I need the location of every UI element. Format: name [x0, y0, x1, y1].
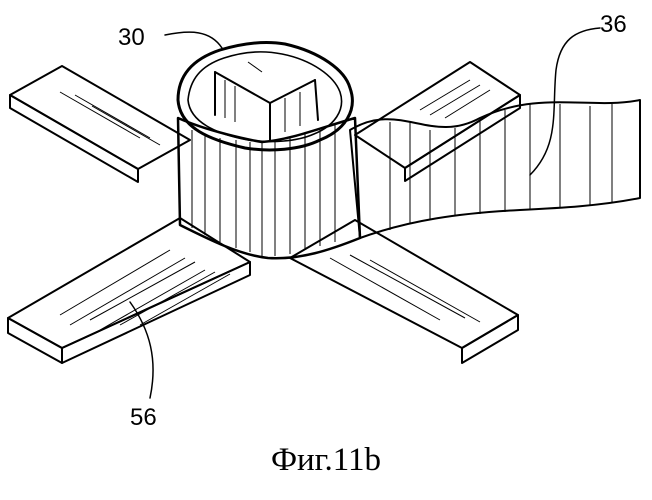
label-30: 30: [118, 24, 145, 51]
flexible-strip: [350, 100, 640, 238]
arm-back-right: [355, 62, 520, 181]
leader-30: [165, 32, 222, 48]
figure-caption: Фиг.11b: [0, 442, 652, 479]
arm-back-left: [10, 66, 190, 182]
arm-front-left: [8, 218, 250, 363]
cross-base: [8, 62, 520, 363]
arm-front-right: [290, 220, 518, 363]
tube-top: [178, 42, 352, 150]
label-36: 36: [600, 11, 627, 38]
label-56: 56: [130, 404, 157, 431]
